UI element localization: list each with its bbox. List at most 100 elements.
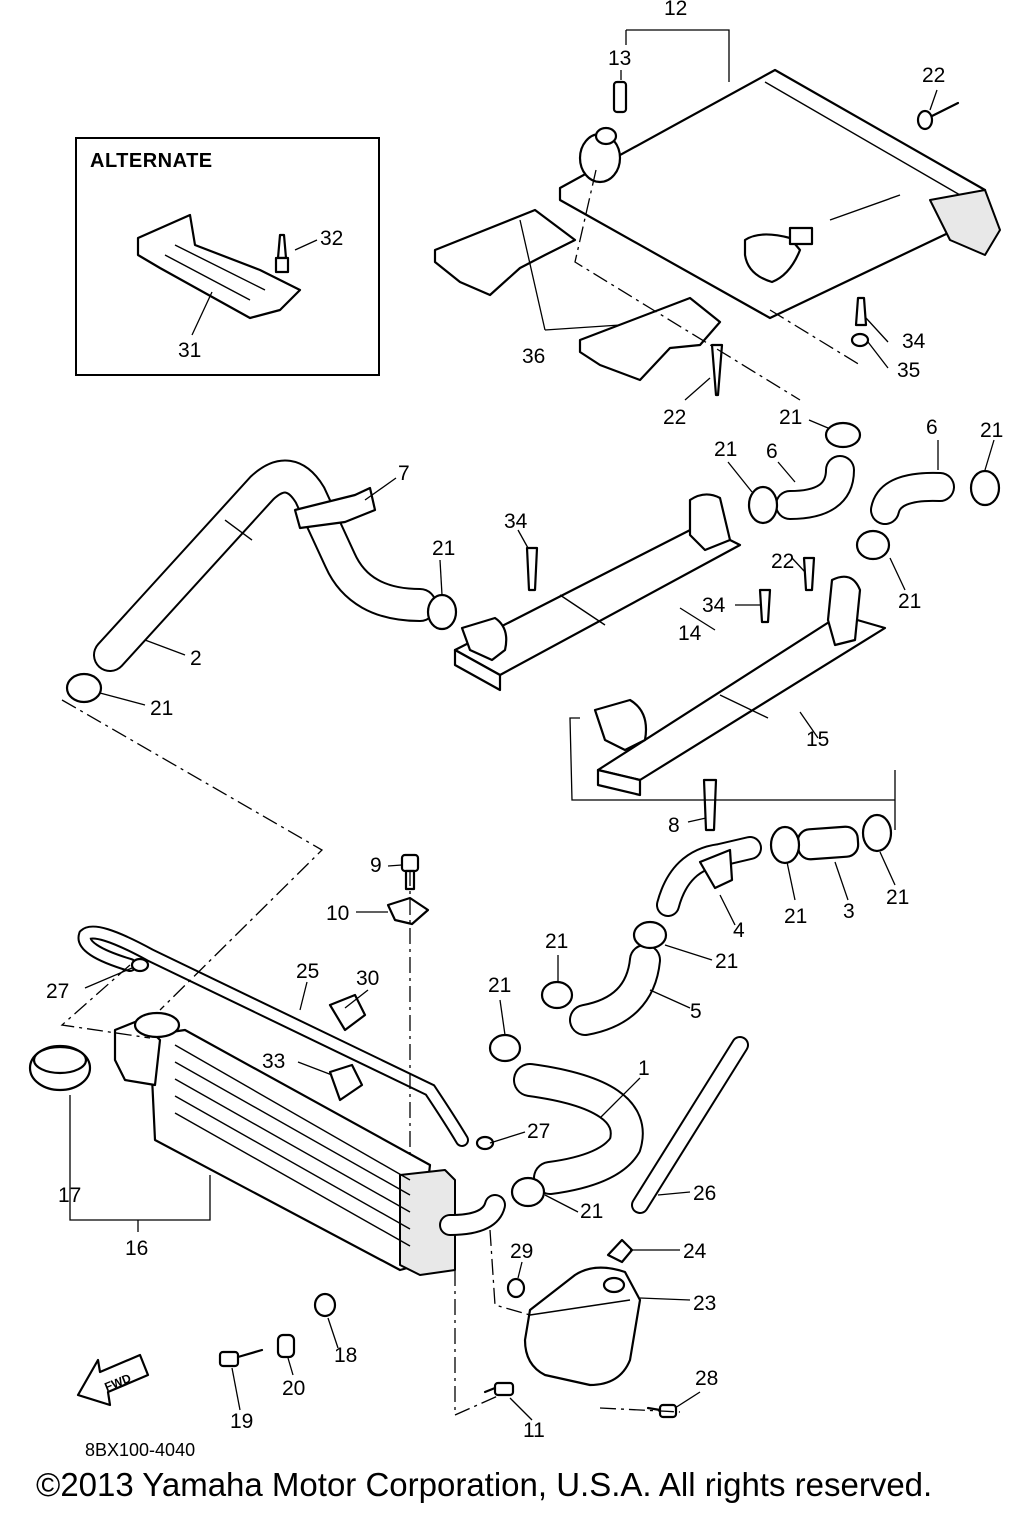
hose-clamp-21-j[interactable]	[540, 980, 574, 1010]
callout-21-b: 21	[714, 438, 737, 461]
rivet-22-top[interactable]	[916, 101, 960, 131]
callout-26: 26	[693, 1182, 716, 1205]
callout-34-top: 34	[902, 330, 926, 353]
callout-16: 16	[125, 1237, 148, 1260]
hose-clamp-21-e[interactable]	[426, 593, 458, 631]
pipe-4[interactable]	[656, 836, 762, 917]
callout-34-right: 34	[702, 594, 726, 617]
callout-24: 24	[683, 1240, 707, 1263]
hose-5[interactable]	[569, 944, 661, 1036]
callout-20: 20	[282, 1377, 305, 1400]
callout-2: 2	[190, 647, 202, 670]
callout-11: 11	[523, 1419, 545, 1442]
overflow-hose-25[interactable]	[77, 925, 469, 1147]
hose-2[interactable]	[93, 459, 437, 672]
callout-34-mid: 34	[504, 510, 528, 533]
clip-30[interactable]	[328, 993, 367, 1032]
callout-15: 15	[806, 728, 829, 751]
alternate-bracket[interactable]	[136, 213, 302, 320]
callout-1: 1	[638, 1057, 650, 1080]
hose-clamp-21-b[interactable]	[747, 485, 779, 525]
breather-hose-26[interactable]	[631, 1036, 749, 1214]
radiator-cap[interactable]	[28, 1044, 92, 1092]
callout-21-j: 21	[545, 930, 568, 953]
rivet-22-right[interactable]	[802, 556, 816, 592]
callout-36: 36	[522, 345, 545, 368]
hose-6a[interactable]	[775, 455, 855, 520]
hose-clamp-21-i[interactable]	[632, 920, 668, 950]
callout-21-h: 21	[886, 886, 909, 909]
leader-lines	[69, 29, 995, 1421]
alternate-inset-title: ALTERNATE	[90, 150, 213, 172]
callout-25: 25	[296, 960, 319, 983]
heat-exchanger-15-fitting-a[interactable]	[826, 575, 862, 647]
clip-33[interactable]	[328, 1063, 364, 1102]
rivet-34-mid[interactable]	[525, 546, 539, 592]
callout-17: 17	[58, 1184, 81, 1207]
damper-18[interactable]	[313, 1292, 337, 1318]
collar-20[interactable]	[276, 1333, 296, 1359]
hose-1[interactable]	[513, 1063, 644, 1195]
bolt-19[interactable]	[218, 1348, 264, 1368]
callout-32: 32	[320, 227, 343, 250]
rivet-22-mid[interactable]	[710, 343, 724, 397]
figure-code: 8BX100-4040	[85, 1440, 196, 1460]
screw-8[interactable]	[702, 778, 718, 832]
rivet-34-right[interactable]	[758, 588, 772, 624]
clamp-27-left[interactable]	[130, 957, 150, 973]
hose-clamp-21-g[interactable]	[769, 825, 801, 865]
forward-arrow-icon: FWD	[76, 1353, 150, 1407]
callout-21-e: 21	[432, 537, 455, 560]
rivet-34-top[interactable]	[854, 296, 868, 327]
grommet-29[interactable]	[506, 1277, 526, 1299]
hose-clamp-21-k[interactable]	[488, 1033, 522, 1063]
callout-4: 4	[733, 919, 745, 942]
callout-22-right: 22	[771, 550, 794, 573]
spark-plug-13[interactable]	[612, 80, 628, 114]
heat-exchanger-elbow-fitting[interactable]	[743, 226, 814, 284]
rear-bracket-36b[interactable]	[578, 296, 722, 382]
hose-clamp-21-a[interactable]	[824, 421, 862, 449]
hose-clamp-21-h[interactable]	[861, 813, 893, 853]
callout-6-right: 6	[926, 416, 938, 439]
callout-27-left: 27	[46, 980, 69, 1003]
alternate-inset-box	[75, 137, 380, 376]
hose-clamp-21-l[interactable]	[510, 1176, 546, 1208]
heat-exchanger-14-fitting-a[interactable]	[688, 493, 732, 552]
callout-33: 33	[262, 1050, 285, 1073]
callout-19: 19	[230, 1410, 253, 1433]
reservoir-cap-24[interactable]	[606, 1238, 634, 1264]
hose-clamp-21-c[interactable]	[969, 469, 1001, 507]
callout-21-c: 21	[980, 419, 1003, 442]
callout-13: 13	[608, 47, 631, 70]
heat-exchanger-14-fitting-b[interactable]	[460, 616, 508, 662]
callout-21-k: 21	[488, 974, 511, 997]
heat-exchanger-plate[interactable]	[558, 68, 1001, 320]
alternate-rivet[interactable]	[274, 233, 290, 274]
callout-18: 18	[334, 1344, 357, 1367]
hose-3[interactable]	[796, 825, 860, 861]
heat-exchanger-15[interactable]	[596, 613, 887, 797]
callout-22-mid: 22	[663, 406, 686, 429]
heat-exchanger-outlet-fitting[interactable]	[578, 126, 622, 184]
bolt-11[interactable]	[483, 1381, 515, 1397]
hose-clamp-21-f[interactable]	[65, 672, 103, 704]
reservoir-tank[interactable]	[523, 1266, 642, 1387]
radiator-filler-neck[interactable]	[133, 1011, 181, 1039]
bracket-7[interactable]	[293, 486, 377, 530]
callout-28: 28	[695, 1367, 718, 1390]
callout-10: 10	[326, 902, 349, 925]
clamp-27-right[interactable]	[475, 1135, 495, 1151]
callout-23: 23	[693, 1292, 716, 1315]
hose-6b[interactable]	[870, 471, 955, 525]
nut-10[interactable]	[386, 896, 430, 926]
callout-labels: 12 13 22 32 31 36 34 35 22 21 6 6 21 21 …	[46, 0, 1003, 1442]
radiator-outlet-pipe[interactable]	[439, 1194, 506, 1236]
heat-exchanger-14[interactable]	[453, 523, 742, 692]
callout-21-a: 21	[779, 406, 802, 429]
heat-exchanger-15-fitting-b[interactable]	[593, 698, 648, 752]
rear-bracket-36a[interactable]	[433, 208, 577, 297]
hose-clamp-21-d[interactable]	[855, 529, 891, 561]
washer-35[interactable]	[850, 332, 870, 348]
